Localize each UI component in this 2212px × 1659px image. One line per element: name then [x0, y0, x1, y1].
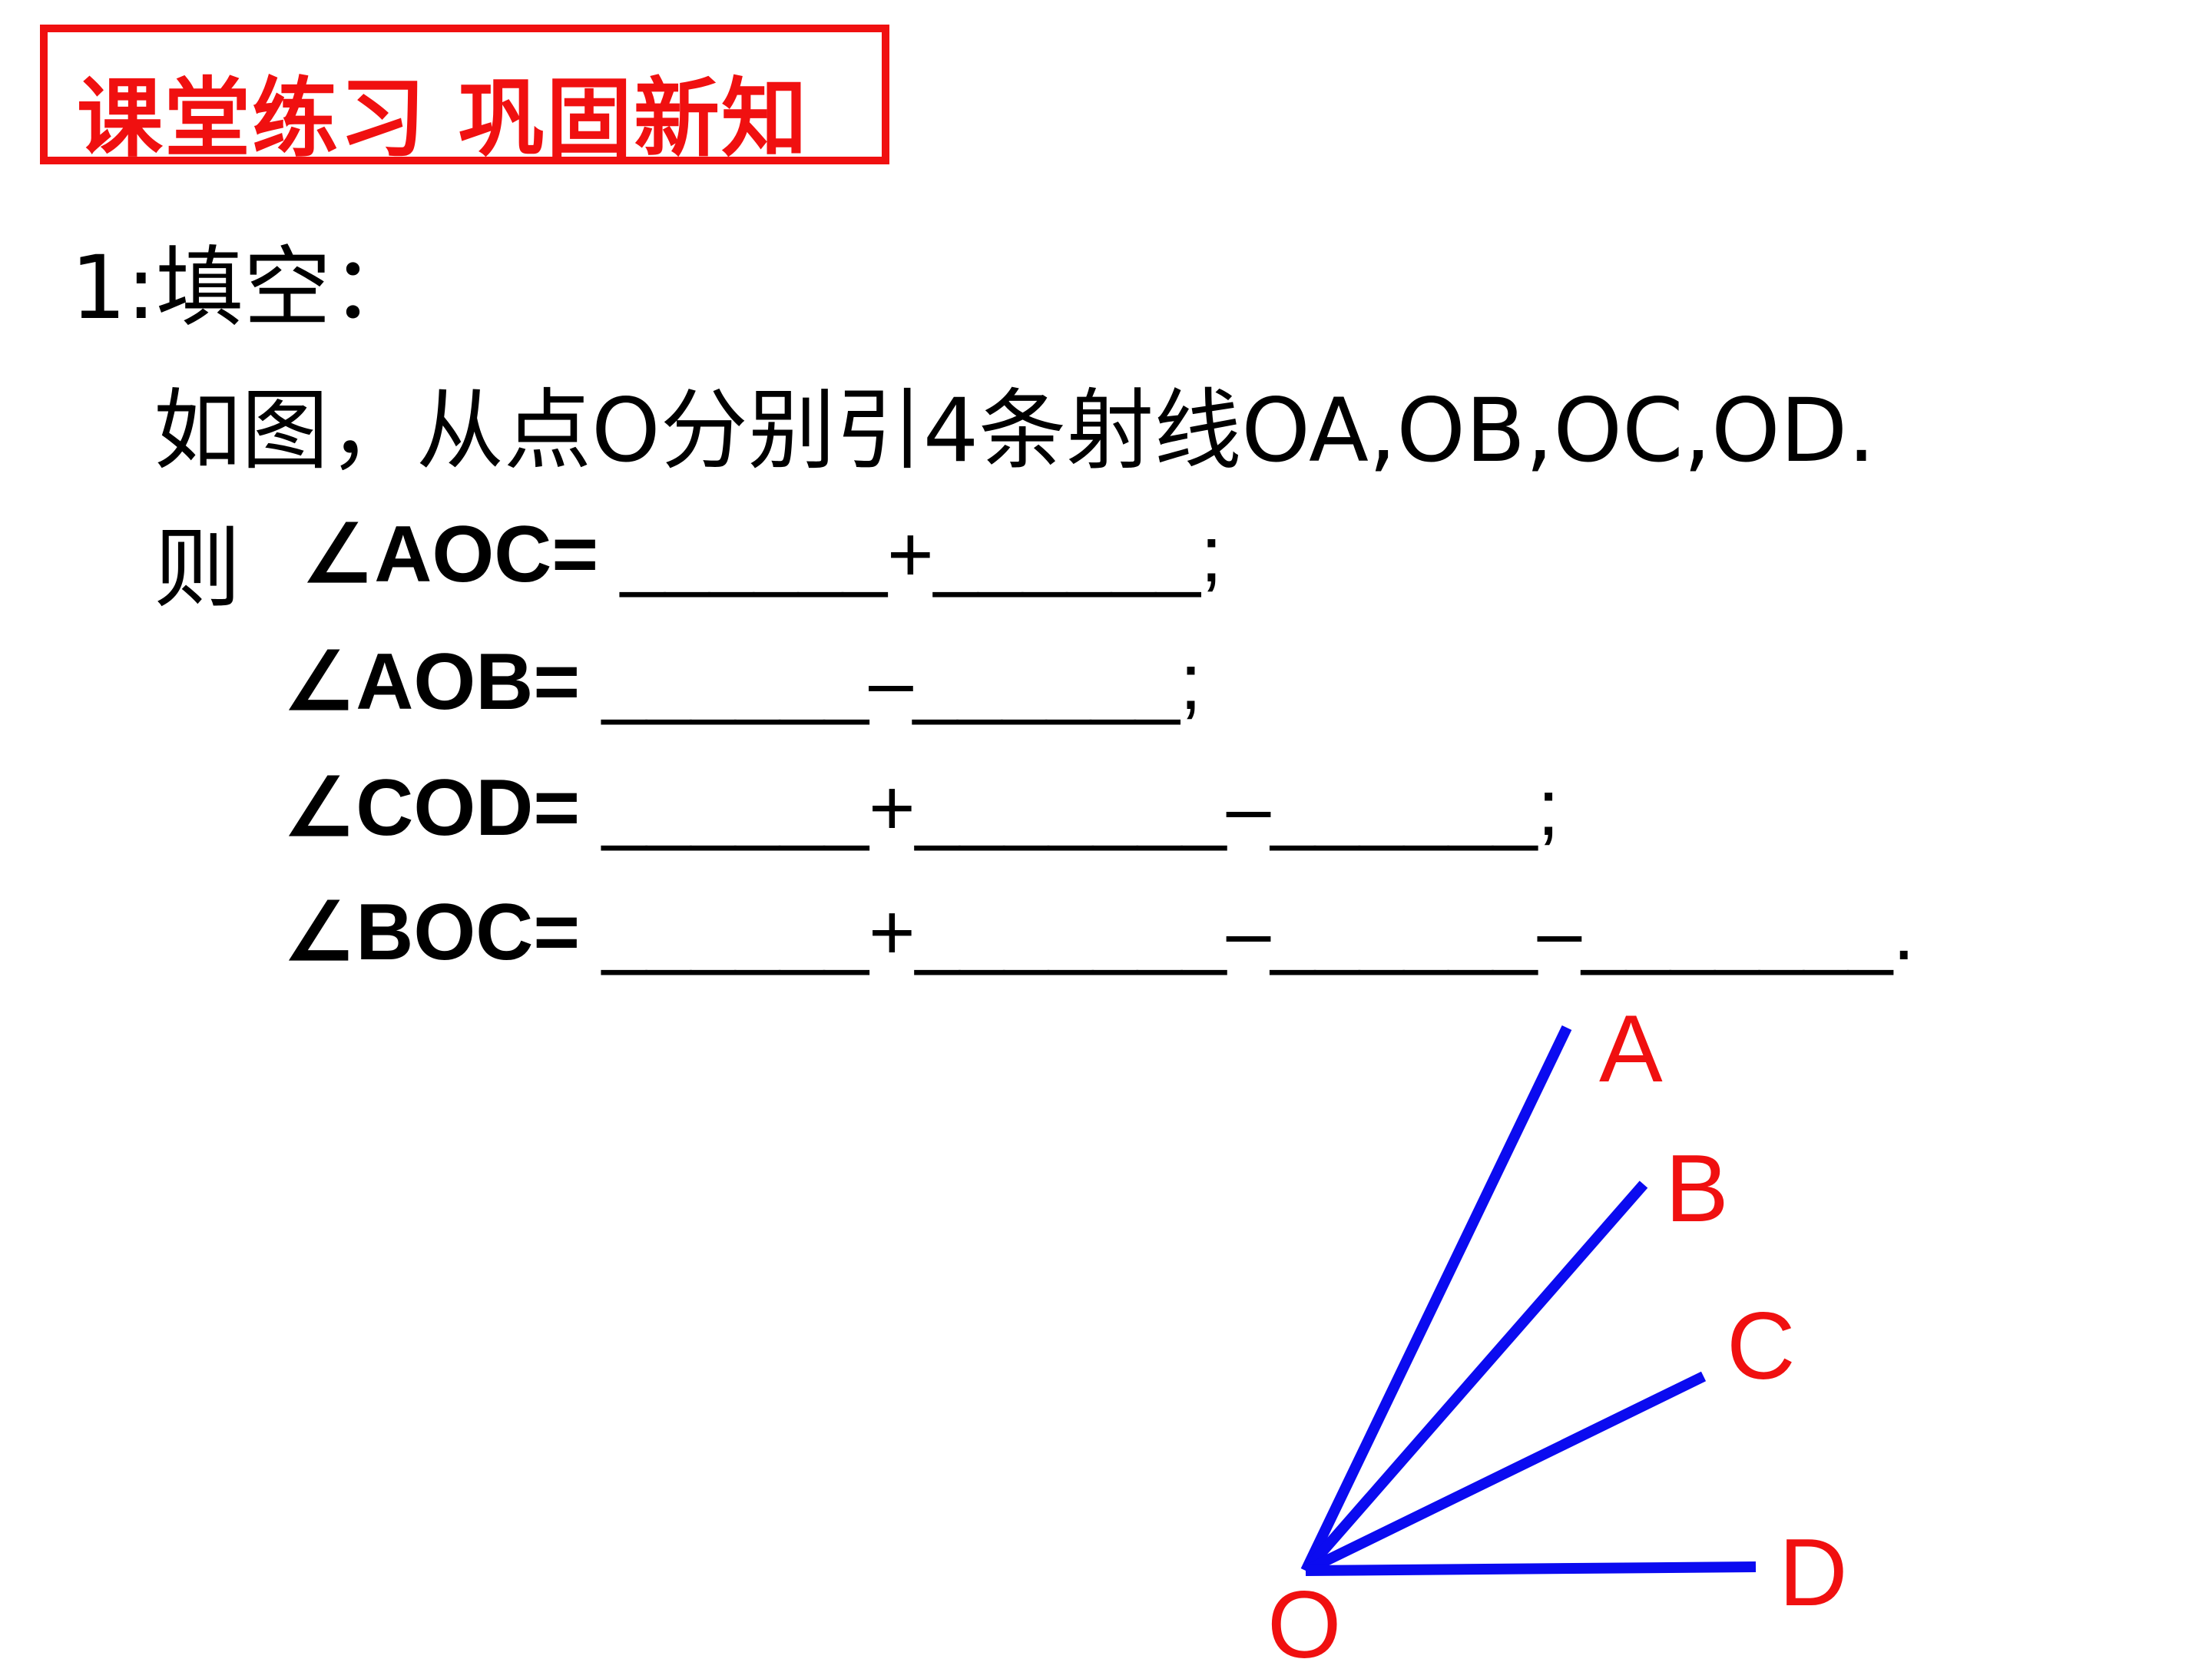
slide-title: 课堂练习 巩固新知 [77, 69, 809, 169]
label-b: B [1665, 1136, 1729, 1242]
label-a: A [1599, 996, 1663, 1102]
ray-od [1305, 1561, 1757, 1576]
equation-aoc: ∠AOC= ______+______; [303, 507, 1223, 601]
title-box: 课堂练习 巩固新知 [40, 25, 889, 169]
question-description: 如图，从点O分别引4条射线OA,OB,OC,OD. [154, 379, 1876, 482]
equation-blanks[interactable]: ______–______; [601, 637, 1202, 727]
equation-lhs: ∠BOC= [284, 888, 602, 977]
ray-ob [1301, 1181, 1648, 1575]
equation-blanks[interactable]: ______+_______–______–_______. [601, 888, 1916, 977]
equation-blanks[interactable]: ______+_______–______; [601, 763, 1560, 853]
equation-blanks[interactable]: ______+______; [620, 510, 1223, 599]
label-d: D [1779, 1520, 1848, 1626]
equation-lhs: ∠AOB= [284, 637, 602, 727]
label-o: O [1267, 1572, 1341, 1659]
equation-lhs: ∠COD= [284, 763, 602, 853]
question-label: 1:填空： [71, 237, 419, 339]
label-c: C [1727, 1293, 1796, 1399]
equation-cod: ∠COD= ______+_______–______; [284, 760, 1559, 854]
equation-boc: ∠BOC= ______+_______–______–_______. [284, 885, 1915, 979]
then-label: 则 [154, 518, 242, 620]
ray-oc [1303, 1371, 1707, 1576]
equation-aob: ∠AOB= ______–______; [284, 634, 1202, 728]
equation-lhs: ∠AOC= [303, 510, 621, 599]
ray-oa [1300, 1025, 1572, 1574]
